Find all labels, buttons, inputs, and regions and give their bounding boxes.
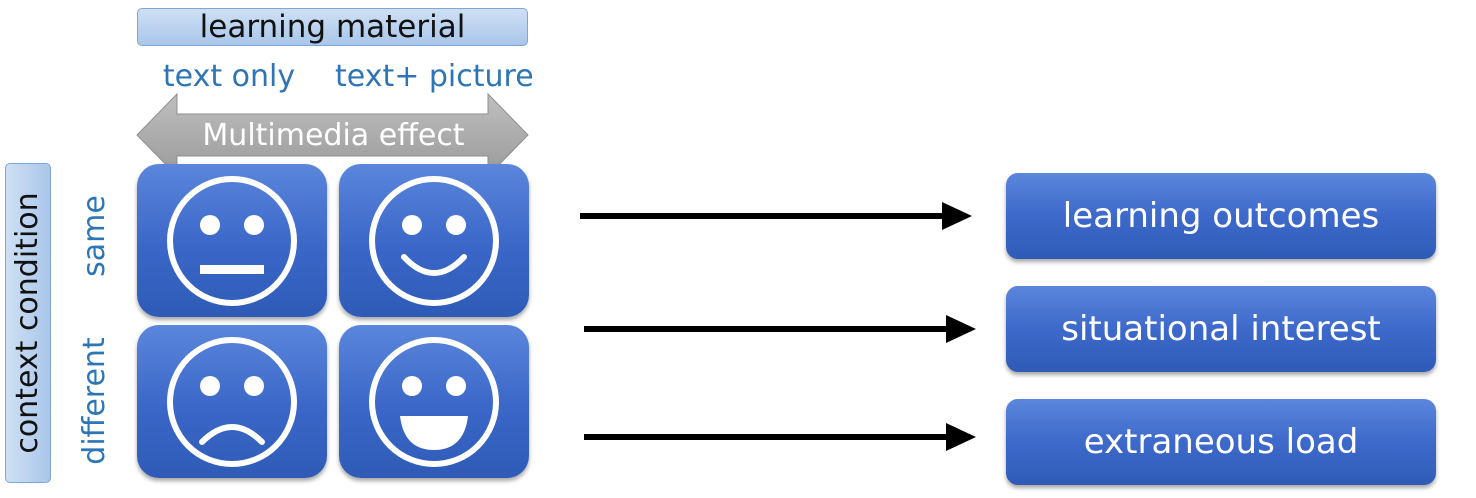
outcome-label: situational interest xyxy=(1061,309,1381,349)
row-label-same: same xyxy=(77,195,112,277)
column-label-text-picture: text+ picture xyxy=(335,59,534,94)
neutral-face-icon xyxy=(167,175,297,306)
outcome-label: extraneous load xyxy=(1083,422,1359,462)
outcome-learning-outcomes: learning outcomes xyxy=(1006,173,1436,259)
flow-arrow-extraneous-load xyxy=(584,423,976,451)
grin-face-tile xyxy=(339,325,529,478)
neutral-face-tile xyxy=(137,164,327,317)
context-condition-label: context condition xyxy=(10,192,45,454)
outcome-extraneous-load: extraneous load xyxy=(1006,399,1436,485)
multimedia-effect-label: Multimedia effect xyxy=(202,118,465,153)
outcome-label: learning outcomes xyxy=(1062,196,1380,236)
learning-material-header: learning material xyxy=(137,8,528,46)
learning-material-label: learning material xyxy=(199,8,466,45)
sad-face-icon xyxy=(167,336,297,467)
smile-face-tile xyxy=(339,164,529,317)
outcome-situational-interest: situational interest xyxy=(1006,286,1436,372)
flow-arrow-situational-interest xyxy=(584,315,976,343)
column-label-text-only: text only xyxy=(162,59,296,94)
multimedia-effect-arrow xyxy=(136,92,529,178)
sad-face-tile xyxy=(137,325,327,478)
smile-face-icon xyxy=(369,175,499,306)
row-label-different: different xyxy=(77,337,112,465)
context-condition-box xyxy=(5,163,51,483)
grin-face-icon xyxy=(369,336,499,467)
flow-arrow-learning-outcomes xyxy=(580,202,972,230)
